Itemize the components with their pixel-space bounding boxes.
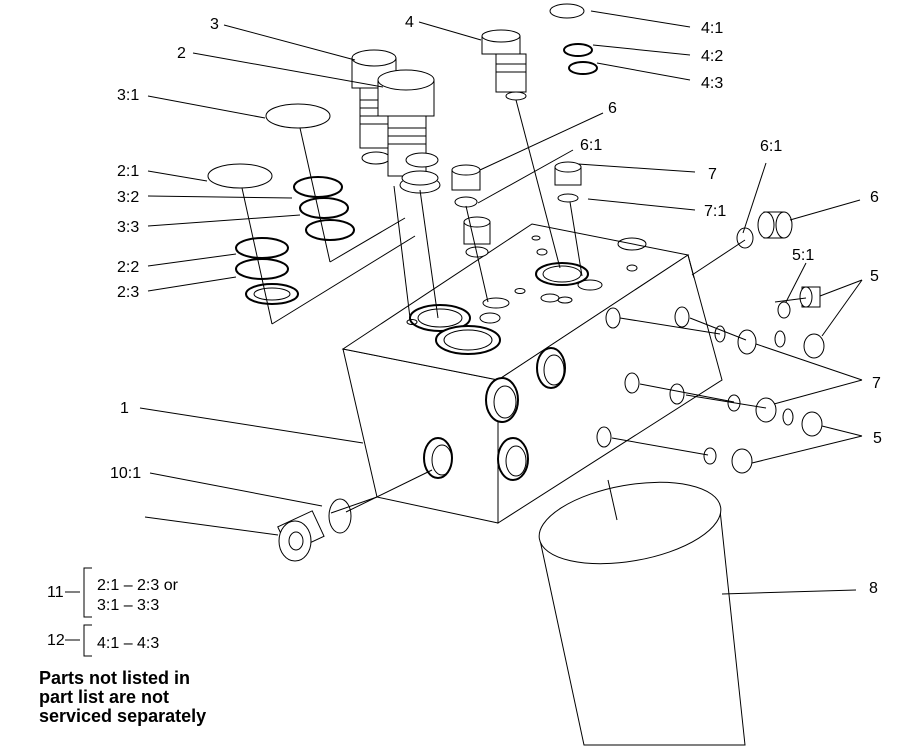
service-note-line: part list are not	[39, 687, 170, 707]
kit-12-line-1: 4:1 – 4:3	[97, 635, 159, 652]
kit-11-number: 11	[47, 584, 64, 601]
callout-5-upper: 5	[870, 268, 879, 285]
kit-labels: 11 2:1 – 2:3 or 3:1 – 3:3 12 4:1 – 4:3	[47, 577, 179, 652]
alignment-lines	[241, 99, 807, 514]
callout-8: 8	[869, 580, 878, 597]
callout-3: 3	[210, 16, 219, 33]
callout-3-2: 3:2	[117, 189, 139, 206]
callout-4-2: 4:2	[701, 48, 723, 65]
callout-4-1: 4:1	[701, 20, 723, 37]
side-face-ports	[423, 306, 690, 481]
callout-6-top: 6	[608, 100, 617, 117]
callout-3-1: 3:1	[117, 87, 139, 104]
service-note-line: serviced separately	[39, 706, 207, 726]
cartridge-2	[377, 69, 441, 194]
callout-7-right: 7	[872, 375, 881, 392]
callout-2-2: 2:2	[117, 259, 139, 276]
callout-5-lower: 5	[873, 430, 882, 447]
callout-10-1: 10:1	[110, 465, 141, 482]
right-plugs	[703, 211, 825, 474]
kit-12-number: 12	[47, 632, 65, 649]
seal-kit-rings	[207, 3, 598, 305]
callout-6-1-right: 6:1	[760, 138, 782, 155]
kit-11-line-2: 3:1 – 3:3	[97, 597, 159, 614]
callout-2-3: 2:3	[117, 284, 139, 301]
manifold-block	[341, 223, 723, 524]
top-face-ports	[406, 235, 647, 355]
callout-1: 1	[120, 400, 129, 417]
callout-7-top: 7	[708, 166, 717, 183]
callout-6-right: 6	[870, 189, 879, 206]
callout-2-1: 2:1	[117, 163, 139, 180]
callout-4: 4	[405, 14, 414, 31]
cartridge-4	[481, 29, 527, 101]
callout-2: 2	[177, 45, 186, 62]
front-plug	[277, 498, 352, 562]
callout-6-1-top: 6:1	[580, 137, 602, 154]
callout-3-3: 3:3	[117, 219, 139, 236]
callout-labels: 3 2 4 4:1 4:2 4:3 3:1 6 6:1 7 7:1 6:1 6 …	[110, 14, 882, 597]
callout-5-1: 5:1	[792, 247, 814, 264]
kit-brackets	[65, 567, 92, 657]
filter-canister	[538, 479, 746, 746]
leader-lines	[139, 10, 863, 595]
kit-11-line-1: 2:1 – 2:3 or	[97, 577, 179, 594]
service-note-line: Parts not listed in	[39, 668, 191, 688]
callout-7-1: 7:1	[704, 203, 726, 220]
service-note: Parts not listed in part list are not se…	[39, 669, 299, 726]
callout-4-3: 4:3	[701, 75, 723, 92]
